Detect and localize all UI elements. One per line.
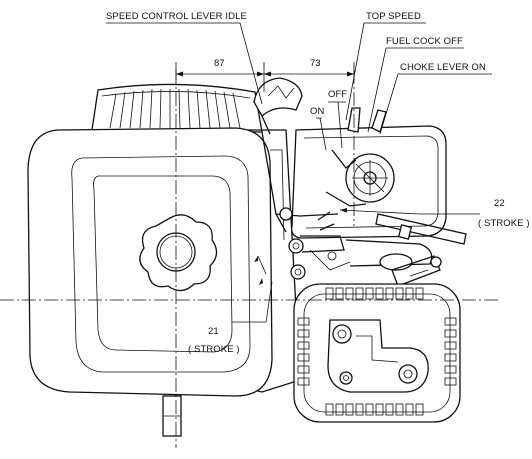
label-off: OFF [328, 89, 347, 100]
air-cleaner [291, 107, 467, 245]
muffler-left-slots [297, 317, 310, 386]
center-lines [0, 70, 500, 448]
stroke-right-value: 22 [494, 198, 505, 209]
muffler-right-slots [444, 317, 457, 386]
stroke-left-word: ( STROKE ) [188, 344, 240, 355]
label-on: ON [310, 106, 324, 117]
muffler-top-slots [325, 287, 424, 300]
leader-lines [106, 22, 492, 323]
stroke-right-word: ( STROKE ) [478, 218, 530, 229]
recoil-starter [91, 77, 303, 135]
muffler-cover [293, 283, 461, 423]
fuel-tank [27, 127, 273, 397]
lower-right-components [345, 239, 442, 287]
label-speed-control-lever-idle: SPEED CONTROL LEVER IDLE [106, 11, 247, 22]
label-choke-lever-on: CHOKE LEVER ON [400, 62, 486, 73]
muffler-bottom-slots [325, 403, 424, 416]
stroke-left-value: 21 [208, 326, 219, 337]
governor-linkage [261, 131, 351, 280]
label-top-speed: TOP SPEED [366, 11, 421, 22]
crankshaft [162, 395, 182, 437]
dimension-left-value: 87 [214, 58, 225, 69]
label-fuel-cock-off: FUEL COCK OFF [386, 36, 463, 47]
dimension-right-value: 73 [310, 58, 321, 69]
